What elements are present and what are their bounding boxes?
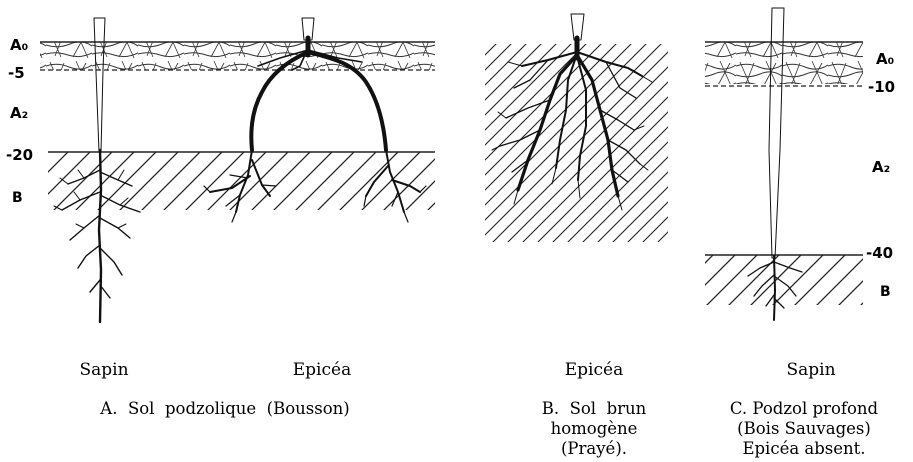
horizon-a0-label-c: A₀ — [876, 50, 894, 68]
caption-b-line-2: homogène — [551, 419, 638, 438]
caption-c-line-2: (Bois Sauvages) — [737, 419, 871, 438]
depth-5-label-a: -5 — [8, 64, 25, 82]
panel-b — [485, 14, 668, 242]
horizon-a0-label-a: A₀ — [10, 36, 28, 54]
depth-40-label-c: -40 — [866, 244, 893, 262]
a0-litter-layer-c — [705, 42, 863, 84]
depth-20-label-a: -20 — [6, 146, 33, 164]
caption-b-line-1: B. Sol brun — [542, 399, 647, 418]
a0-litter-layer-a — [40, 42, 435, 70]
horizon-a2-label-a: A₂ — [10, 104, 28, 122]
caption-a: A. Sol podzolique (Bousson) — [99, 399, 349, 418]
horizon-b-label-a: B — [12, 190, 23, 206]
caption-b-line-3: (Prayé). — [561, 439, 627, 458]
depth-10-label-c: -10 — [868, 78, 895, 96]
sapin-label-a: Sapin — [79, 360, 128, 380]
epicea-label-b: Epicéa — [565, 360, 623, 380]
hatched-soil-b — [485, 44, 668, 242]
caption-c-line-1: C. Podzol profond — [730, 399, 879, 418]
panel-a: A₀ -5 A₂ -20 B — [6, 18, 435, 322]
b-horizon-hatch-c — [705, 255, 863, 305]
panel-c: A₀ -10 A₂ -40 B — [705, 8, 895, 320]
horizon-b-label-c: B — [880, 284, 891, 300]
epicea-label-a: Epicéa — [293, 360, 351, 380]
caption-c-line-3: Epicéa absent. — [742, 439, 865, 458]
sapin-label-c: Sapin — [786, 360, 835, 380]
horizon-a2-label-c: A₂ — [872, 158, 890, 176]
